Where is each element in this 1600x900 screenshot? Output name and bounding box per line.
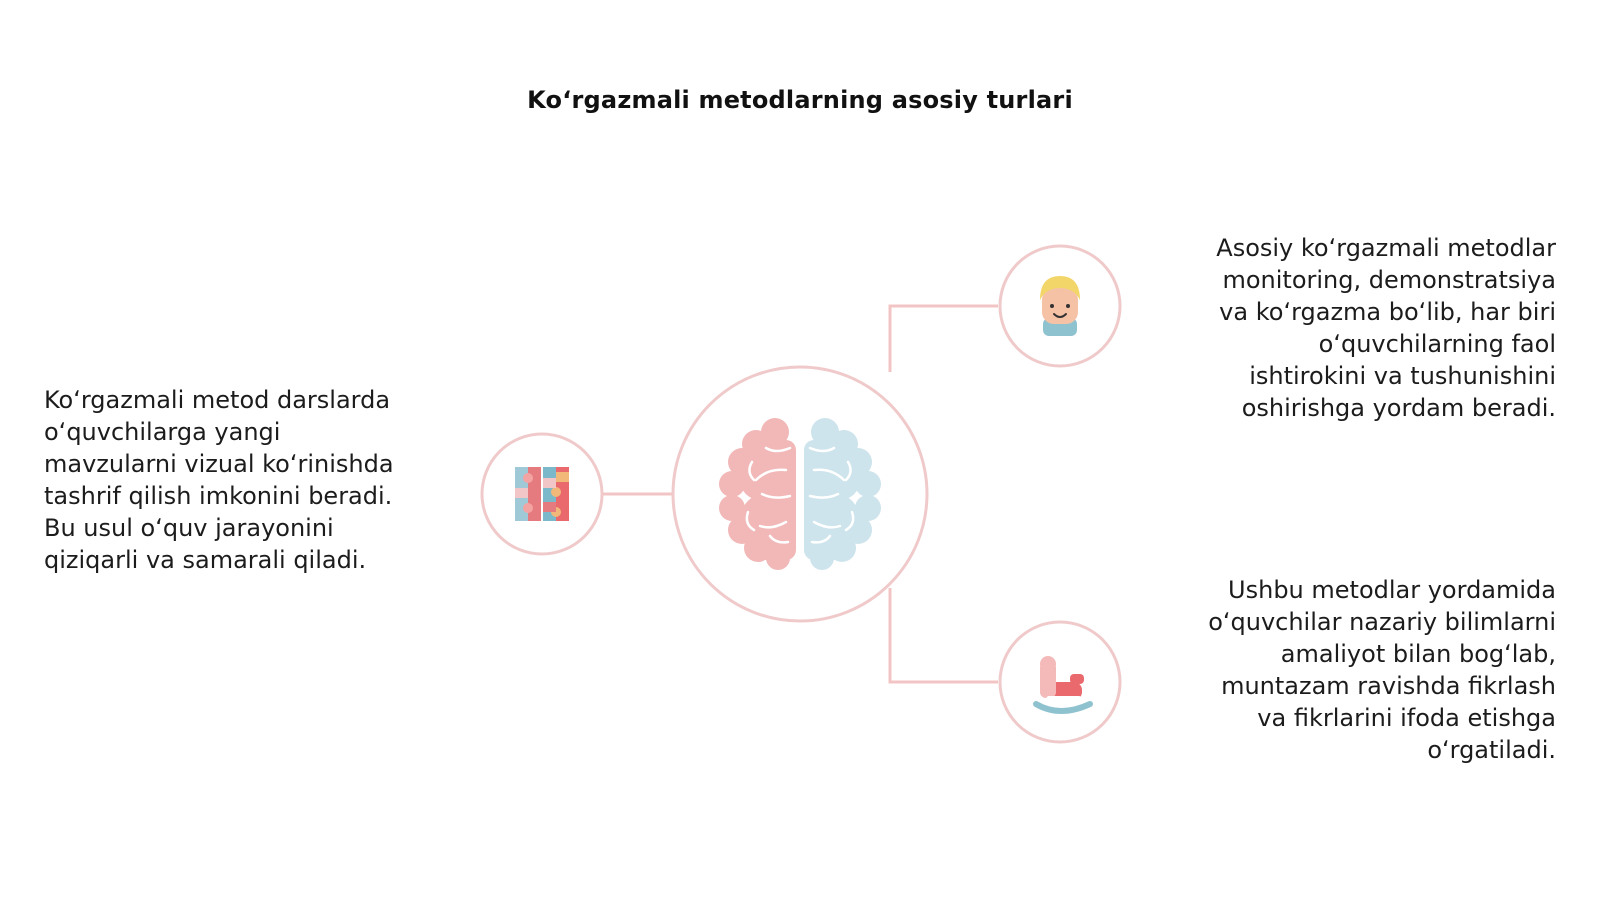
- left-line: tashrif qilish imkonini beradi.: [44, 482, 393, 510]
- left-line: Bu usul oʻquv jarayonini: [44, 514, 334, 542]
- right-top-line: ishtirokini va tushunishini: [1249, 362, 1556, 390]
- right-top-description: Asosiy koʻrgazmali metodlar monitoring, …: [1140, 232, 1556, 424]
- right-top-node: [998, 244, 1122, 368]
- right-bottom-line: va fikrlarini ifoda etishga: [1257, 704, 1556, 732]
- connectors: [602, 304, 998, 684]
- right-bottom-node: [998, 620, 1122, 744]
- slide-title: Koʻrgazmali metodlarning asosiy turlari: [527, 86, 1073, 114]
- right-top-line: Asosiy koʻrgazmali metodlar: [1216, 234, 1556, 262]
- right-bottom-description: Ushbu metodlar yordamida oʻquvchilar naz…: [1140, 574, 1556, 766]
- left-line: mavzularni vizual koʻrinishda: [44, 450, 394, 478]
- left-description: Koʻrgazmali metod darslarda oʻquvchilarg…: [44, 384, 444, 576]
- right-bottom-line: amaliyot bilan bogʻlab,: [1280, 640, 1556, 668]
- left-line: Koʻrgazmali metod darslarda: [44, 386, 391, 414]
- right-bottom-line: oʻquvchilar nazariy bilimlarni: [1208, 608, 1556, 636]
- right-bottom-line: muntazam ravishda fikrlash: [1221, 672, 1556, 700]
- right-bottom-line: Ushbu metodlar yordamida: [1228, 576, 1556, 604]
- right-top-line: va koʻrgazma boʻlib, har biri: [1219, 298, 1556, 326]
- right-bottom-line: oʻrgatiladi.: [1427, 736, 1556, 764]
- rocking-horse-icon: [1033, 656, 1093, 714]
- right-top-line: monitoring, demonstratsiya: [1222, 266, 1556, 294]
- child-face-icon: [1040, 276, 1080, 336]
- left-line: oʻquvchilarga yangi: [44, 418, 281, 446]
- brain-icon: [719, 418, 881, 570]
- connector-right-bottom: [888, 588, 998, 684]
- left-line: qiziqarli va samarali qiladi.: [44, 546, 367, 574]
- right-top-line: oʻquvchilarning faol: [1318, 330, 1556, 358]
- central-node: [671, 365, 929, 623]
- connector-right-top: [888, 304, 998, 372]
- left-circle: [480, 432, 604, 556]
- right-top-line: oshirishga yordam beradi.: [1241, 394, 1556, 422]
- puzzle-icon: [515, 467, 569, 521]
- left-node: [480, 432, 604, 556]
